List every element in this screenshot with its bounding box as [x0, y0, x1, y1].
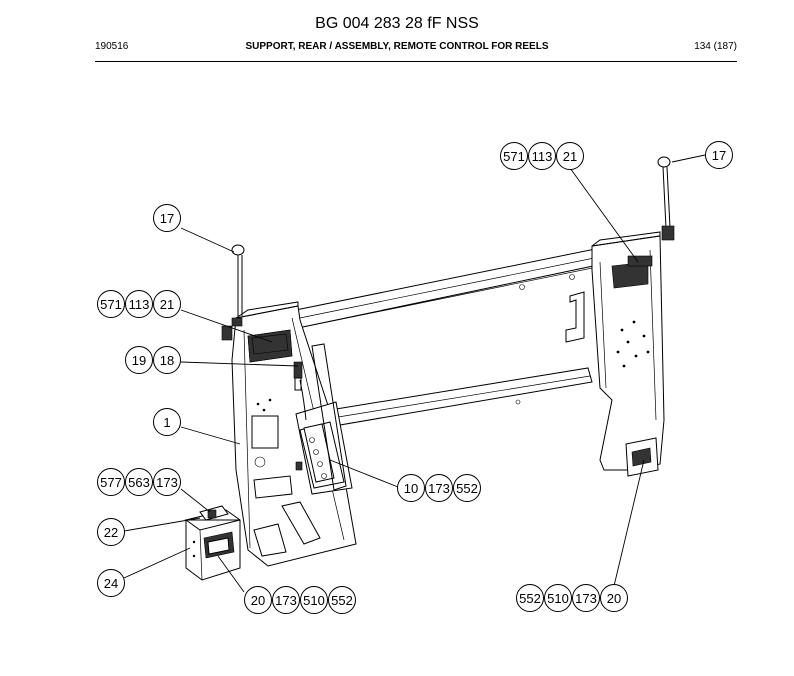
callout-label: 552 [519, 591, 541, 606]
callout-circle [556, 142, 584, 170]
callout-label: 20 [607, 591, 621, 606]
callout-circle [516, 584, 544, 612]
callout-label: 19 [132, 353, 146, 368]
callout-circle [153, 346, 181, 374]
callout-circle [397, 474, 425, 502]
document-subtitle: SUPPORT, REAR / ASSEMBLY, REMOTE CONTROL… [245, 41, 549, 52]
callout-label: 571 [503, 149, 525, 164]
callout-label: 173 [428, 481, 450, 496]
document-title: BG 004 283 28 fF NSS [315, 15, 479, 32]
callout-label: 113 [129, 297, 150, 312]
callout-group-c-22: 22 [97, 518, 125, 546]
callout-label: 17 [160, 211, 174, 226]
callout-circle [572, 584, 600, 612]
callout-group-c-577-563-173: 577 563 173 [97, 468, 181, 496]
callout-circle [125, 290, 153, 318]
callout-group-c-17-right: 17 [705, 141, 733, 169]
callout-label: 563 [128, 475, 150, 490]
callout-circle [153, 290, 181, 318]
callout-label: 22 [104, 525, 118, 540]
callout-group-c-17-left: 17 [153, 204, 181, 232]
callout-label: 20 [251, 593, 265, 608]
callout-circle [500, 142, 528, 170]
callout-label: 577 [100, 475, 122, 490]
callout-circle [272, 586, 300, 614]
callout-circle [600, 584, 628, 612]
callout-label: 571 [100, 297, 122, 312]
callout-circle [544, 584, 572, 612]
callout-circle [97, 518, 125, 546]
left-upright-holes [256, 398, 272, 412]
callout-label: 510 [303, 593, 325, 608]
callout-label: 24 [104, 576, 118, 591]
callout-group-c-24: 24 [97, 569, 125, 597]
callout-circle [705, 141, 733, 169]
callout-circle [97, 290, 125, 318]
callout-circle [97, 468, 125, 496]
callout-circle [125, 346, 153, 374]
callout-group-c-571-113-21-right: 571 113 21 [500, 142, 584, 170]
callout-circle [453, 474, 481, 502]
callout-group-c-1: 1 [153, 408, 181, 436]
document-code: 190516 [95, 41, 129, 52]
callout-circle [153, 408, 181, 436]
callout-circle [125, 468, 153, 496]
callout-label: 552 [331, 593, 353, 608]
callout-label: 21 [160, 297, 174, 312]
rear-support-frame [184, 156, 675, 581]
right-upright-holes [616, 320, 650, 368]
callout-label: 510 [547, 591, 569, 606]
callout-group-c-571-113-21-left: 571 113 21 [97, 290, 181, 318]
callout-group-c-552-510-173-20: 552 510 173 20 [516, 584, 628, 612]
callout-circle [328, 586, 356, 614]
callout-circle [97, 569, 125, 597]
callout-label: 1 [163, 415, 170, 430]
page-number: 134 (187) [694, 41, 737, 52]
callout-circle [153, 204, 181, 232]
callout-label: 21 [563, 149, 577, 164]
callout-circle [425, 474, 453, 502]
callout-circle [244, 586, 272, 614]
header-rule [95, 61, 737, 62]
callout-label: 18 [160, 353, 174, 368]
callout-label: 10 [404, 481, 418, 496]
callout-label: 173 [156, 475, 178, 490]
callout-label: 173 [275, 593, 297, 608]
callout-circle [300, 586, 328, 614]
callout-label: 113 [532, 149, 553, 164]
callout-label: 17 [712, 148, 726, 163]
callout-circle [153, 468, 181, 496]
callout-label: 552 [456, 481, 478, 496]
callout-group-c-10-173-552: 10 173 552 [397, 474, 481, 502]
callout-label: 173 [575, 591, 597, 606]
callout-circle [528, 142, 556, 170]
callout-group-c-20-173-510-552: 20 173 510 552 [244, 586, 356, 614]
leader-lines [123, 154, 706, 593]
